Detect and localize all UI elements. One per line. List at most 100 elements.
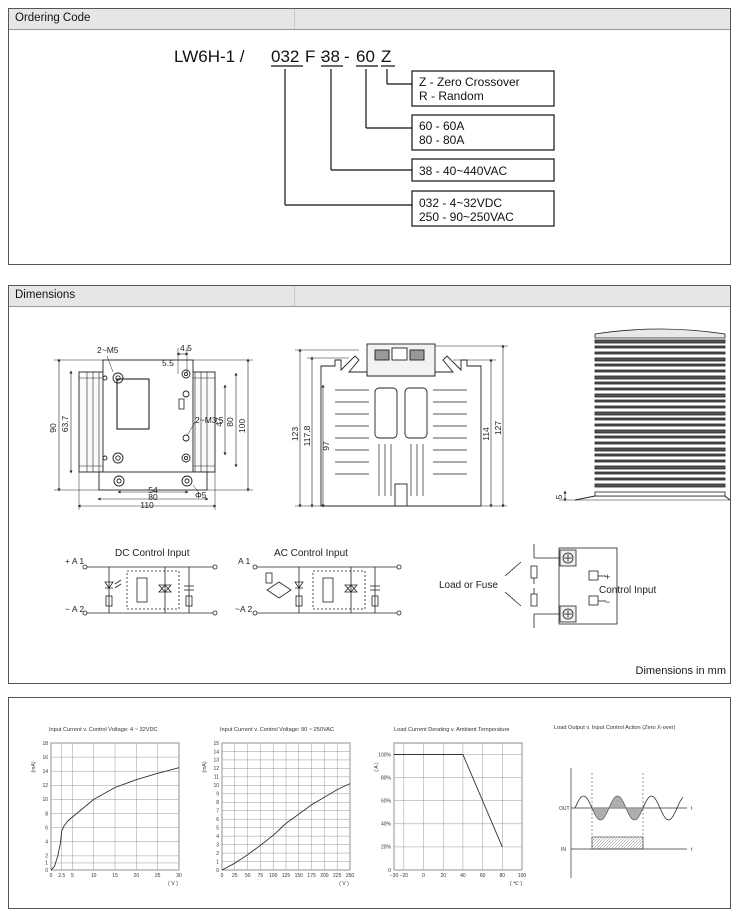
- t-label-out: t: [691, 806, 693, 812]
- series-line: [221, 783, 351, 871]
- input-hatch: [616, 836, 630, 850]
- input-hatch: [591, 836, 600, 845]
- heatsink-fin: [594, 453, 726, 457]
- input-hatch: [619, 836, 633, 850]
- dimensions-panel: Dimensions: [8, 285, 731, 684]
- ordering-code-header: Ordering Code: [9, 9, 730, 30]
- option-box-current: [411, 114, 555, 151]
- heatsink-fin: [594, 381, 726, 385]
- y-tick-label: 14: [42, 769, 48, 775]
- y-tick-label: 0: [45, 868, 48, 874]
- y-tick-label: 14: [213, 749, 219, 755]
- input-pulse: [591, 836, 644, 850]
- dim-80-h: 80: [225, 417, 235, 427]
- y-tick-label: 12: [213, 766, 219, 772]
- load-or-fuse-label: Load or Fuse: [439, 580, 498, 591]
- ac-a2-label: ~A 2: [235, 604, 253, 614]
- y-tick-label: 2: [45, 854, 48, 860]
- y-tick-label: 10: [213, 783, 219, 789]
- x-tick-label: 20: [134, 873, 140, 879]
- dim-117-8: 117.8: [302, 425, 312, 446]
- y-tick-label: 13: [213, 758, 219, 764]
- input-hatch: [625, 836, 639, 850]
- dimensions-header: Dimensions: [9, 286, 730, 307]
- end-view: [559, 328, 730, 502]
- y-tick-label: 100%: [378, 752, 391, 758]
- charts-panel: Input Current v. Control Voltage: 4 ~ 32…: [8, 697, 731, 909]
- y-tick-label: 15: [213, 741, 219, 747]
- x-tick-label: 20: [440, 873, 446, 879]
- dc-control-title: DC Control Input: [115, 548, 190, 559]
- y-tick-label: 3: [216, 842, 219, 848]
- dimensions-title: Dimensions: [15, 289, 76, 301]
- input-hatch: [607, 836, 621, 850]
- y-tick-label: 1: [216, 859, 219, 865]
- heatsink-fin: [594, 429, 726, 434]
- input-hatch: [601, 836, 615, 850]
- heatsink-fin: [594, 465, 726, 470]
- x-axis-label: ( V ): [168, 881, 178, 887]
- heatsink-fin: [594, 441, 726, 445]
- y-axis-label: ( A ): [374, 762, 380, 771]
- current-option-2: 80 - 80A: [419, 133, 464, 147]
- wiring-diagram: [504, 544, 618, 628]
- series-line: [50, 767, 180, 871]
- dim-127: 127: [493, 421, 503, 435]
- y-tick-label: 12: [42, 783, 48, 789]
- x-tick-label: −30: [390, 873, 399, 879]
- control-voltage-option-1: 032 - 4~32VDC: [419, 196, 502, 210]
- heatsink-fin: [594, 477, 726, 481]
- dim-63-7: 63.7: [60, 415, 70, 432]
- y-tick-label: 0: [388, 868, 391, 874]
- dim-hole-5: Φ5: [195, 490, 207, 500]
- dim-97: 97: [321, 441, 331, 451]
- chart-ac-input-current: Input Current v. Control Voltage: 90 ~ 2…: [202, 727, 354, 887]
- code-prefix: LW6H-1 /: [174, 47, 245, 66]
- ordering-code-diagram: LW6H-1 / 032 F - 38 - 60 Z Z - Zero Cros…: [174, 47, 555, 227]
- y-tick-label: 9: [216, 792, 219, 798]
- heatsink-fin: [594, 387, 726, 391]
- x-tick-label: 175: [307, 873, 316, 879]
- chart-zero-crossover: Load Output v. Input Control Action (Zer…: [554, 725, 693, 878]
- x-tick-label: 125: [282, 873, 291, 879]
- mode-option-2: R - Random: [419, 89, 484, 103]
- heatsink-fin: [594, 447, 726, 452]
- dimensions-unit-note: Dimensions in mm: [635, 665, 726, 677]
- x-tick-label: 225: [333, 873, 342, 879]
- y-axis-label: (mA): [31, 761, 37, 773]
- x-tick-label: 10: [91, 873, 97, 879]
- dc-a2-label: − A 2: [65, 604, 84, 614]
- input-hatch: [595, 836, 609, 850]
- heatsink-fin: [594, 351, 726, 355]
- dim-123: 123: [290, 427, 300, 441]
- heatsink-fin: [594, 339, 726, 344]
- heatsink-fin: [594, 483, 726, 488]
- chart-load-derating: Load Current Derating v. Ambient Tempera…: [374, 727, 526, 887]
- heatsink-fin: [594, 459, 726, 463]
- control-input-label: Control Input: [599, 585, 656, 596]
- y-tick-label: 8: [45, 811, 48, 817]
- y-tick-label: 0: [216, 868, 219, 874]
- x-tick-label: 30: [176, 873, 182, 879]
- heatsink-fin: [594, 345, 726, 349]
- line-voltage-option: 38 - 40~440VAC: [419, 164, 508, 178]
- ordering-code-panel: Ordering Code LW6H-1 / 032 F - 38 - 60 Z: [8, 8, 731, 265]
- x-tick-label: 15: [112, 873, 118, 879]
- heatsink-fin: [594, 375, 726, 380]
- input-hatch: [591, 836, 597, 842]
- input-hatch: [610, 836, 624, 850]
- y-tick-label: 8: [216, 800, 219, 806]
- code-seg-mode: Z: [381, 47, 391, 66]
- y-tick-label: 2: [216, 851, 219, 857]
- y-tick-label: 6: [45, 825, 48, 831]
- heatsink-fin: [594, 423, 726, 427]
- in-label: IN: [561, 847, 566, 853]
- x-tick-label: 100: [269, 873, 278, 879]
- input-hatch: [613, 836, 627, 850]
- heatsink-fin: [594, 411, 726, 416]
- control-minus: −: [605, 597, 610, 607]
- input-hatch: [640, 846, 644, 850]
- code-seg-dash: -: [344, 47, 350, 66]
- input-hatch: [591, 836, 603, 848]
- code-seg-line: 38: [321, 47, 340, 66]
